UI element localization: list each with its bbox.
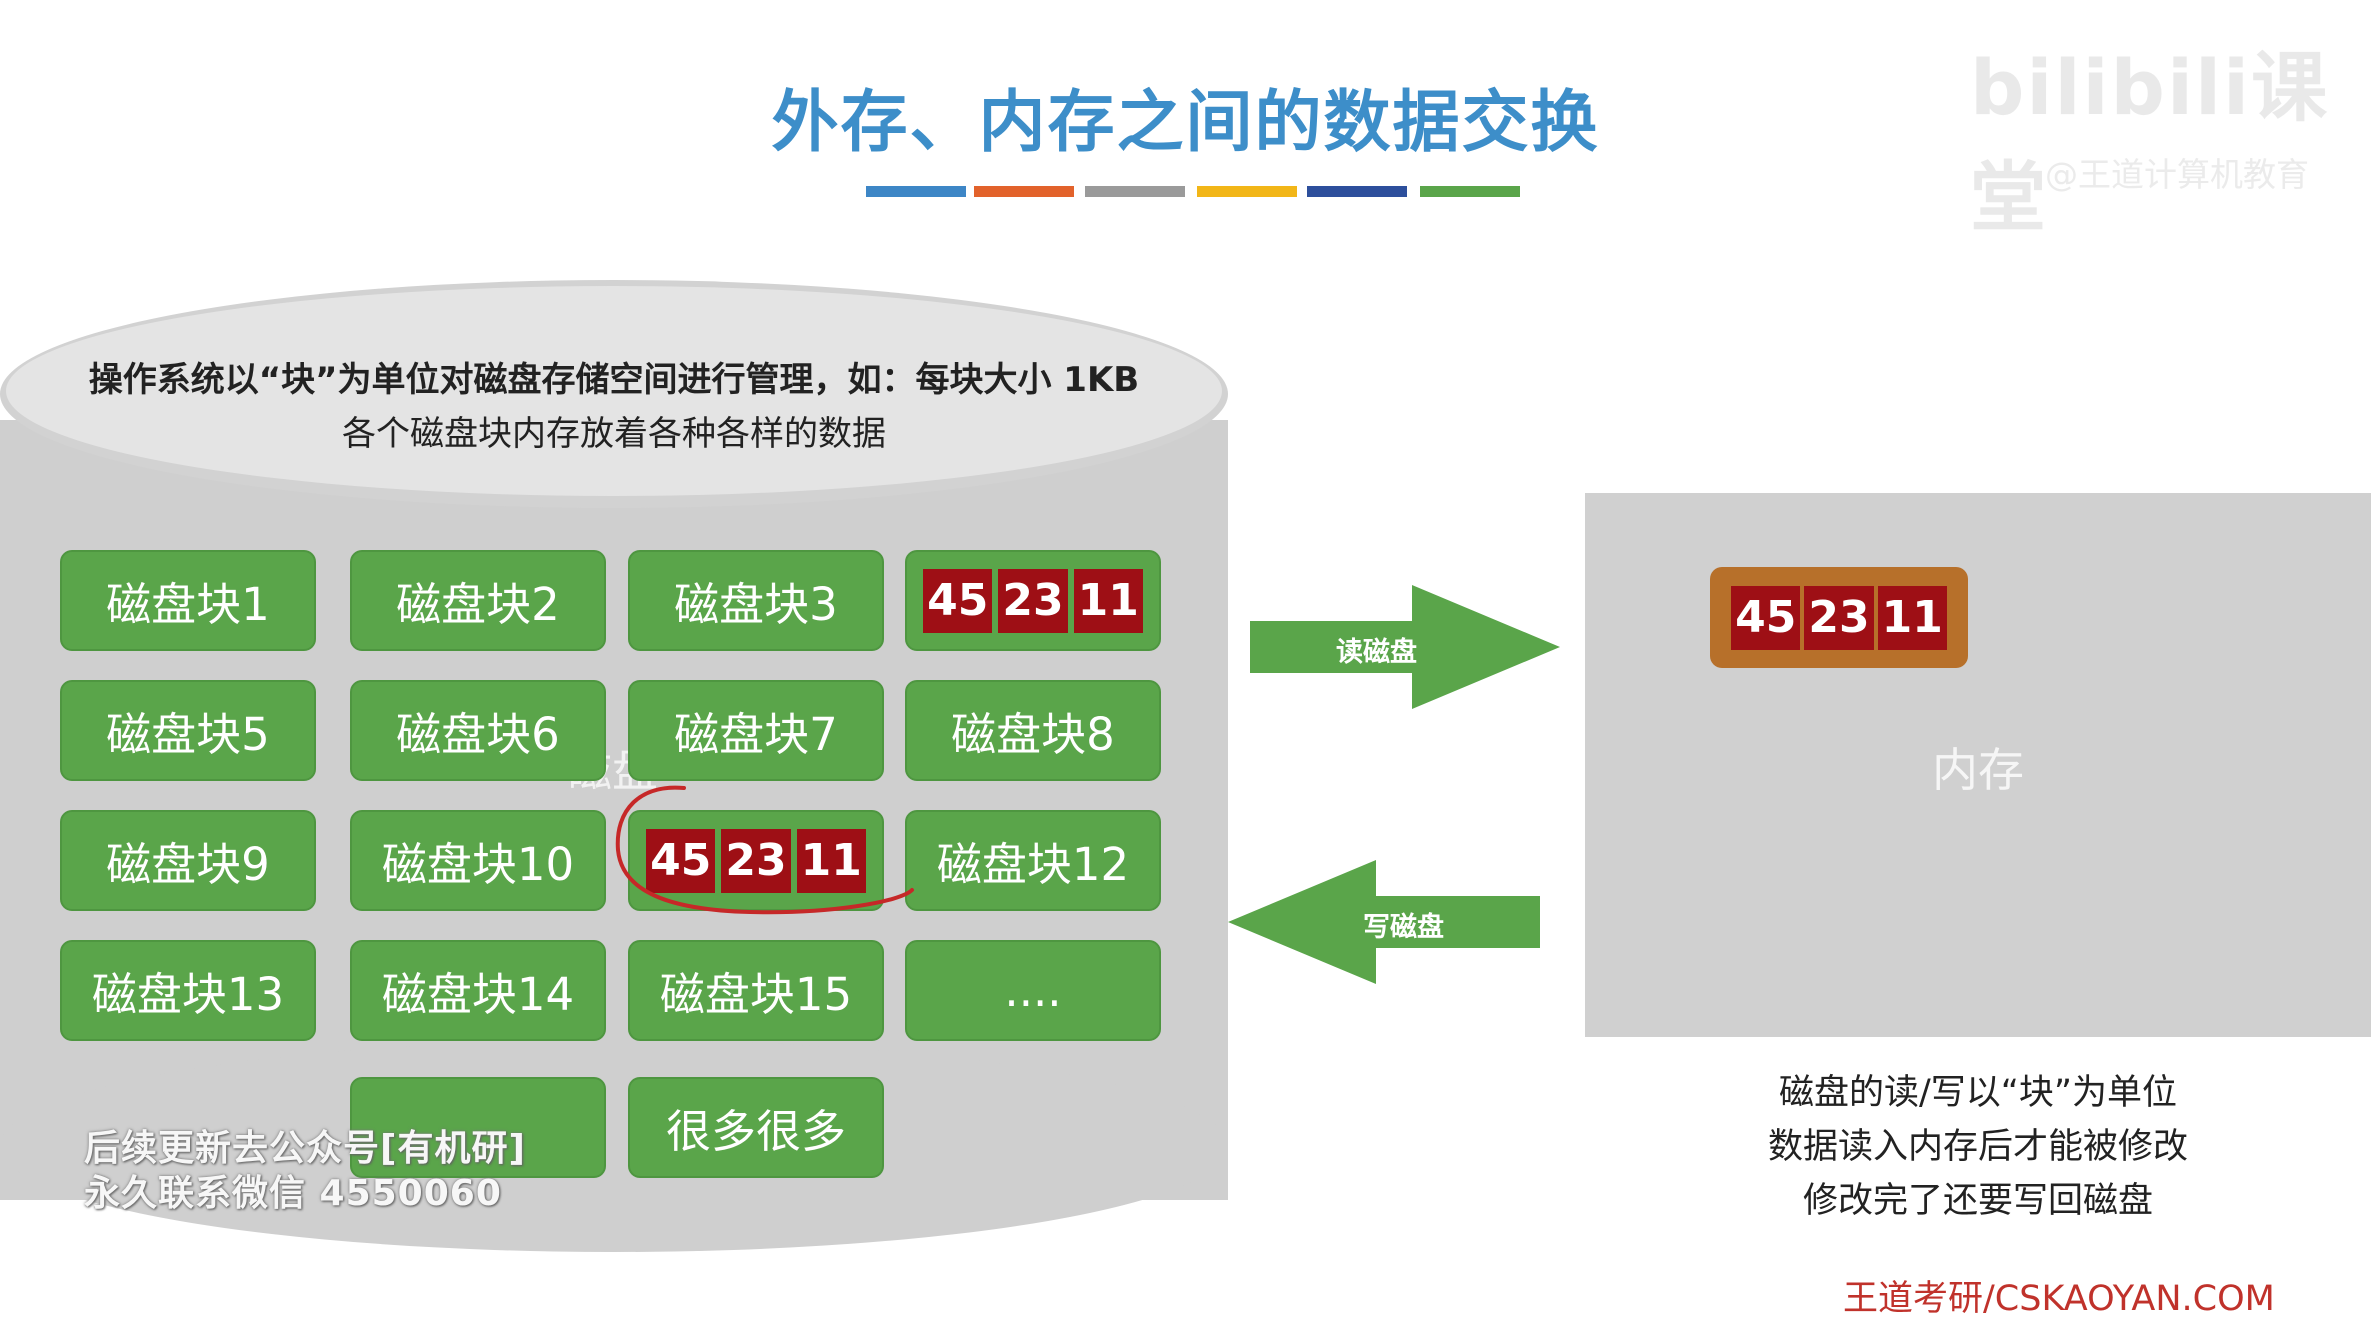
disk-block-4-data: 45 23 11 <box>905 550 1161 651</box>
notes: 磁盘的读/写以“块”为单位 数据读入内存后才能被修改 修改完了还要写回磁盘 <box>1585 1066 2371 1228</box>
disk-block-many: 很多很多 <box>628 1077 884 1178</box>
disk-block-15: 磁盘块15 <box>628 940 884 1041</box>
write-disk-arrow <box>1228 860 1540 984</box>
data-cell: 11 <box>1073 568 1143 633</box>
disk-block-3: 磁盘块3 <box>628 550 884 651</box>
channel-watermark: 后续更新去公众号[有机研] 永久联系微信 4550060 <box>84 1126 526 1216</box>
read-disk-arrow <box>1250 585 1560 709</box>
data-cell: 11 <box>796 828 866 893</box>
page-title: 外存、内存之间的数据交换 <box>771 83 1600 161</box>
disk-block-6: 磁盘块6 <box>350 680 606 781</box>
bilibili-watermark-subtitle: @王道计算机教育 <box>2045 155 2309 194</box>
red-highlight-circle <box>615 785 914 915</box>
title-color-bar-blue <box>866 186 966 197</box>
disk-block-7: 磁盘块7 <box>628 680 884 781</box>
bilibili-watermark-logo: bilibili课堂 <box>1970 43 2330 242</box>
data-cell: 45 <box>923 568 993 633</box>
note-line: 磁盘的读/写以“块”为单位 <box>1778 1073 2178 1113</box>
disk-block-more: .... <box>905 940 1161 1041</box>
data-cell: 23 <box>998 568 1068 633</box>
disk-block-10: 磁盘块10 <box>350 810 606 911</box>
disk-description-line1: 操作系统以“块”为单位对磁盘存储空间进行管理，如：每块大小 1KB <box>88 360 1140 400</box>
watermark-line: 永久联系微信 4550060 <box>84 1173 502 1214</box>
title-color-bar-yellow <box>1197 186 1297 197</box>
read-disk-label: 读磁盘 <box>1336 637 1417 668</box>
disk-block-13: 磁盘块13 <box>60 940 316 1041</box>
disk-cylinder-bottom <box>0 1040 1228 1252</box>
title-color-bar-green <box>1420 186 1520 197</box>
data-cell: 45 <box>646 828 716 893</box>
watermark-line: 后续更新去公众号[有机研] <box>84 1128 526 1169</box>
write-disk-label: 写磁盘 <box>1363 912 1444 943</box>
disk-block-12: 磁盘块12 <box>905 810 1161 911</box>
disk-block-8: 磁盘块8 <box>905 680 1161 781</box>
data-cell: 11 <box>1877 585 1947 650</box>
memory-label: 内存 <box>1932 743 2024 797</box>
data-cell: 45 <box>1731 585 1801 650</box>
disk-block-5: 磁盘块5 <box>60 680 316 781</box>
disk-block-9: 磁盘块9 <box>60 810 316 911</box>
disk-block-1: 磁盘块1 <box>60 550 316 651</box>
title-color-bar-gray <box>1085 186 1185 197</box>
disk-block-2: 磁盘块2 <box>350 550 606 651</box>
data-cell: 23 <box>1804 585 1874 650</box>
disk-description-line2: 各个磁盘块内存放着各种各样的数据 <box>342 414 886 454</box>
memory-data-block: 45 23 11 <box>1710 567 1968 668</box>
brand-footer: 王道考研/CSKAOYAN.COM <box>1843 1279 2275 1319</box>
note-line: 修改完了还要写回磁盘 <box>1802 1181 2153 1221</box>
disk-cylinder-top <box>6 286 1222 496</box>
title-color-bar-orange <box>974 186 1074 197</box>
note-line: 数据读入内存后才能被修改 <box>1767 1127 2188 1167</box>
title-color-bar-navy <box>1307 186 1407 197</box>
disk-block-14: 磁盘块14 <box>350 940 606 1041</box>
disk-block-empty <box>350 1077 606 1178</box>
data-cell: 23 <box>721 828 791 893</box>
disk-block-11-data: 45 23 11 <box>628 810 884 911</box>
